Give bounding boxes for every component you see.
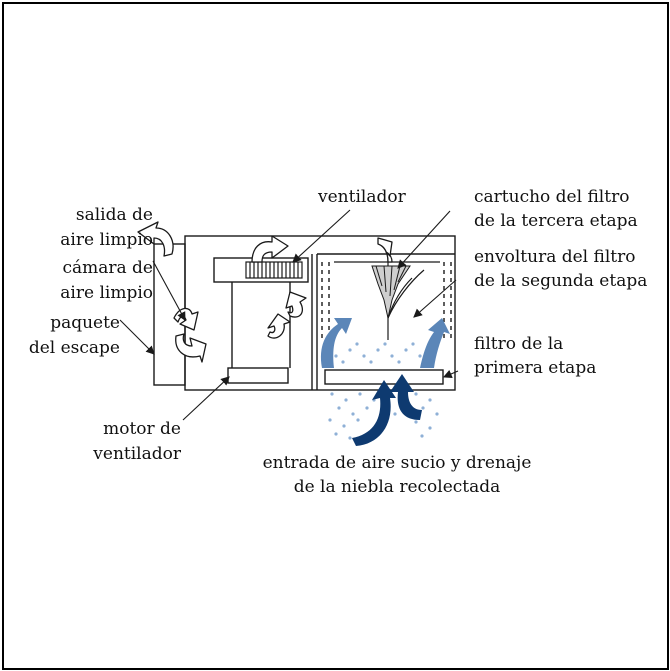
label-exhaust-pack-1: paquete [50,313,120,333]
label-clean-air-outlet-1: salida de [76,205,153,225]
flow-arrows-blue [320,318,450,368]
label-clean-air-chamber-2: aire limpio [60,283,153,303]
second-stage-sleeve [387,269,425,319]
fan-blades [245,261,303,279]
label-second-stage-2: de la segunda etapa [474,271,647,291]
label-third-stage-1: cartucho del filtro [474,187,629,207]
leader-lines [119,209,459,421]
label-third-stage-2: de la tercera etapa [474,211,638,231]
label-dirty-air-inlet-2: de la niebla recolectada [294,477,501,497]
label-dirty-air-inlet-1: entrada de aire sucio y drenaje [263,453,532,473]
label-clean-air-chamber-1: cámara de [62,258,153,278]
third-stage-cartridge [371,265,411,319]
label-first-stage-2: primera etapa [474,358,596,378]
label-fan-motor-2: ventilador [92,444,182,464]
housing [153,235,456,391]
label-second-stage-1: envoltura del filtro [474,247,635,267]
label-fan-motor-1: motor de [103,419,181,439]
label-clean-air-outlet-2: aire limpio [60,230,153,250]
inlet-arrows-dark [352,374,422,446]
white-flow-arrows [137,221,393,363]
label-first-stage-1: filtro de la [474,334,563,354]
labels: salida de aire limpio cámara de aire lim… [29,187,648,497]
label-exhaust-pack-2: del escape [29,338,120,358]
label-fan: ventilador [317,187,407,207]
